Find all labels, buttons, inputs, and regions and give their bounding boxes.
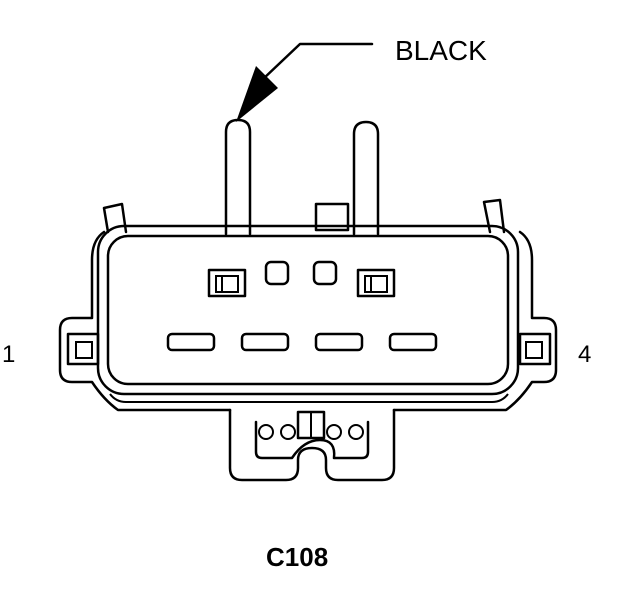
terminal-slot-1: [166, 332, 216, 352]
connector-shroud: [58, 198, 558, 412]
bottom-lock-teeth: [258, 410, 364, 440]
callout-arrowhead: [236, 66, 278, 122]
callout-leader-line: [260, 42, 374, 82]
connector-face: [106, 234, 510, 386]
terminal-slot-4: [388, 332, 438, 352]
body-lower-edge: [109, 393, 509, 403]
left-latch-tab: [66, 332, 100, 366]
wire-callout: [236, 42, 374, 122]
cavity-upper-mid-left: [264, 260, 290, 286]
pin-left-label: 1: [2, 341, 15, 368]
top-latch-nub: [314, 202, 350, 232]
pin-right-label: 4: [578, 341, 591, 368]
pin-right-terminal: [352, 120, 380, 236]
cavity-upper-mid-right: [312, 260, 338, 286]
cavity-upper-right: [356, 268, 396, 298]
terminal-slot-2: [240, 332, 290, 352]
terminal-slot-3: [314, 332, 364, 352]
bottom-lock-clip: [228, 408, 396, 482]
connector-id-label: C108: [266, 542, 328, 572]
cavity-upper-left: [207, 268, 247, 298]
pin-left-terminal: [224, 118, 252, 236]
connector-body: [96, 224, 520, 396]
right-latch-tab: [518, 332, 552, 366]
bottom-lock-inner: [254, 420, 370, 460]
wire-color-label: BLACK: [395, 35, 487, 66]
